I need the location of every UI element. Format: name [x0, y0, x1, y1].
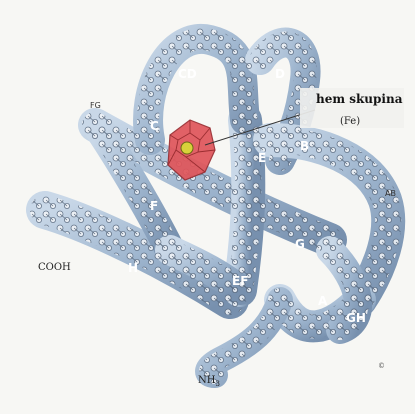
helix-label-d: D — [275, 67, 285, 81]
helix-label-h: H — [128, 261, 138, 275]
iron-atom — [181, 142, 193, 154]
helix-label-a: A — [318, 294, 328, 308]
helix-label-ab: AB — [385, 189, 396, 198]
helix-label-cd: CD — [178, 67, 197, 81]
helix-label-e: E — [258, 151, 266, 165]
helix-label-b: B — [300, 139, 309, 153]
copyright-mark: © — [378, 362, 385, 370]
cooh-terminus-label: COOH — [38, 262, 71, 273]
helix-label-f: F — [150, 199, 158, 213]
helix-label-c: C — [150, 119, 159, 133]
helix-label-gh: GH — [346, 311, 366, 325]
heme-label: hem skupina — [316, 92, 403, 106]
helix-label-ef: EF — [232, 274, 248, 288]
fe-label: (Fe) — [340, 116, 360, 127]
helix-label-g: G — [295, 237, 305, 251]
helix-label-fg: FG — [90, 101, 101, 110]
